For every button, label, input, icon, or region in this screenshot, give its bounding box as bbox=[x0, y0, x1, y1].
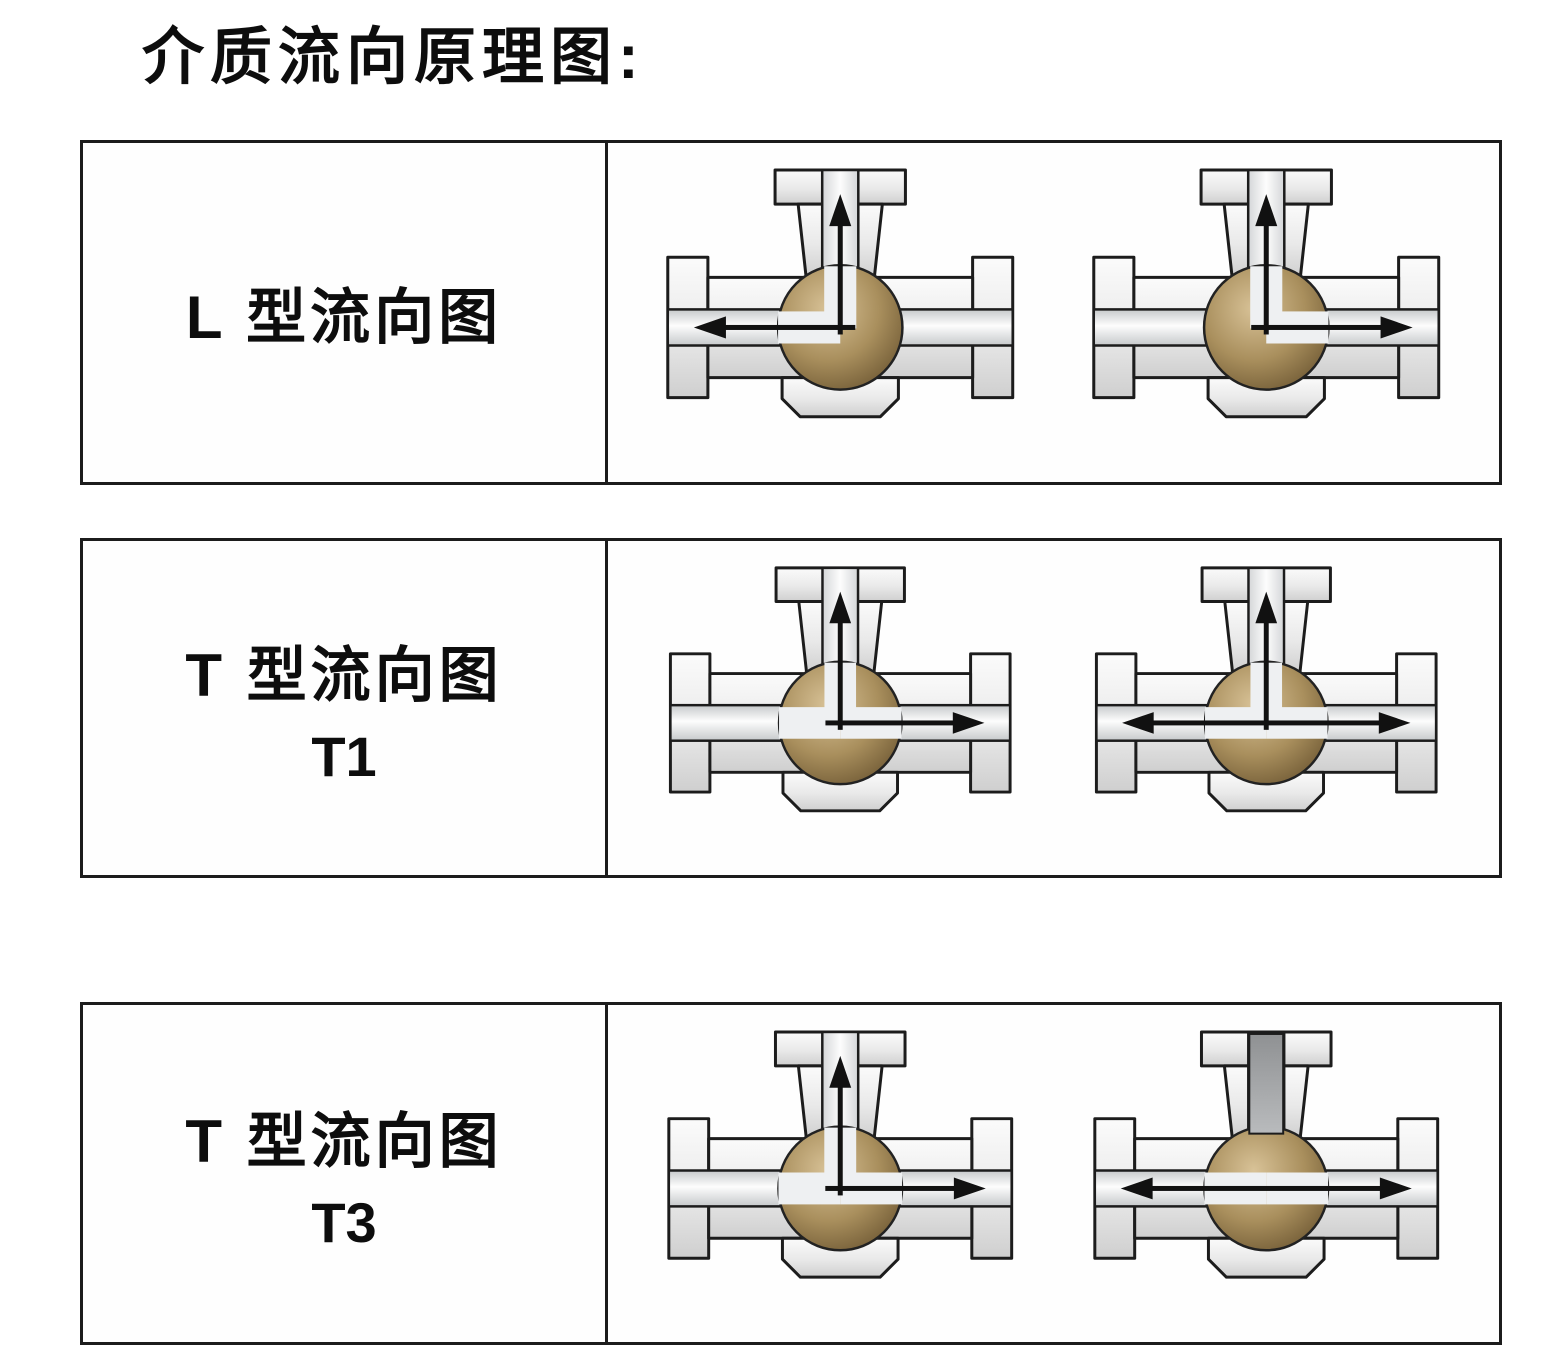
valve-cross-section bbox=[666, 168, 1015, 419]
valve-cross-section bbox=[1092, 168, 1441, 419]
flow-arrow-double-icon bbox=[1120, 1177, 1412, 1200]
valve-diagram-t1-left bbox=[639, 560, 1042, 856]
bottom-bowl bbox=[1207, 1236, 1326, 1279]
flow-arrow-right-icon bbox=[825, 711, 985, 734]
row-label-subtext: T1 bbox=[311, 725, 377, 788]
blocked-top-port bbox=[1248, 1032, 1285, 1135]
flow-arrow-up-icon bbox=[829, 194, 852, 335]
flow-arrow-right-icon bbox=[825, 1177, 987, 1200]
flow-arrow-left-icon bbox=[694, 316, 856, 339]
flow-arrow-double-icon bbox=[1122, 711, 1411, 734]
valve-cross-section bbox=[1093, 1030, 1440, 1279]
row-label-text: T 型流向图 bbox=[185, 1107, 503, 1175]
row-diagrams-t3 bbox=[608, 1005, 1499, 1342]
flow-arrows bbox=[825, 591, 985, 734]
flow-arrow-up-icon bbox=[1255, 591, 1278, 730]
bottom-bowl bbox=[781, 1236, 900, 1279]
flow-arrows bbox=[1120, 1177, 1412, 1200]
flow-arrow-up-icon bbox=[829, 1055, 852, 1196]
flow-arrows bbox=[1122, 591, 1411, 734]
flow-row-l: L 型流向图 bbox=[80, 140, 1502, 485]
row-label-text: L 型流向图 bbox=[185, 284, 503, 351]
valve-diagram-t3-left bbox=[639, 1024, 1042, 1323]
row-label-l: L 型流向图 bbox=[83, 143, 608, 482]
flow-row-t3: T 型流向图 T3 bbox=[80, 1002, 1502, 1345]
row-diagrams-t1 bbox=[608, 541, 1499, 875]
row-label-subtext: T3 bbox=[311, 1190, 377, 1254]
valve-cross-section bbox=[669, 566, 1012, 813]
flow-arrows bbox=[1251, 194, 1413, 339]
flow-arrow-up-icon bbox=[829, 591, 852, 730]
bottom-bowl bbox=[1207, 770, 1326, 813]
valve-cross-section bbox=[1095, 566, 1438, 813]
valve-diagram-t3-right bbox=[1065, 1024, 1468, 1323]
row-label-text: T 型流向图 bbox=[185, 642, 503, 709]
bottom-bowl bbox=[780, 376, 901, 419]
bottom-bowl bbox=[781, 770, 900, 813]
valve-cross-section bbox=[667, 1030, 1014, 1279]
row-label-t1: T 型流向图 T1 bbox=[83, 541, 608, 875]
bottom-bowl bbox=[1206, 376, 1327, 419]
valve-diagram-l-left bbox=[639, 162, 1042, 463]
valve-diagram-t1-right bbox=[1065, 560, 1468, 856]
row-diagrams-l bbox=[608, 143, 1499, 482]
flow-arrows bbox=[825, 1055, 987, 1200]
flow-row-t1: T 型流向图 T1 bbox=[80, 538, 1502, 878]
flow-arrows bbox=[694, 194, 856, 339]
row-label-t3: T 型流向图 T3 bbox=[83, 1005, 608, 1342]
flow-arrow-up-icon bbox=[1255, 194, 1278, 335]
valve-diagram-l-right bbox=[1065, 162, 1468, 463]
flow-arrow-right-icon bbox=[1251, 316, 1413, 339]
page-title: 介质流向原理图: bbox=[142, 23, 645, 92]
